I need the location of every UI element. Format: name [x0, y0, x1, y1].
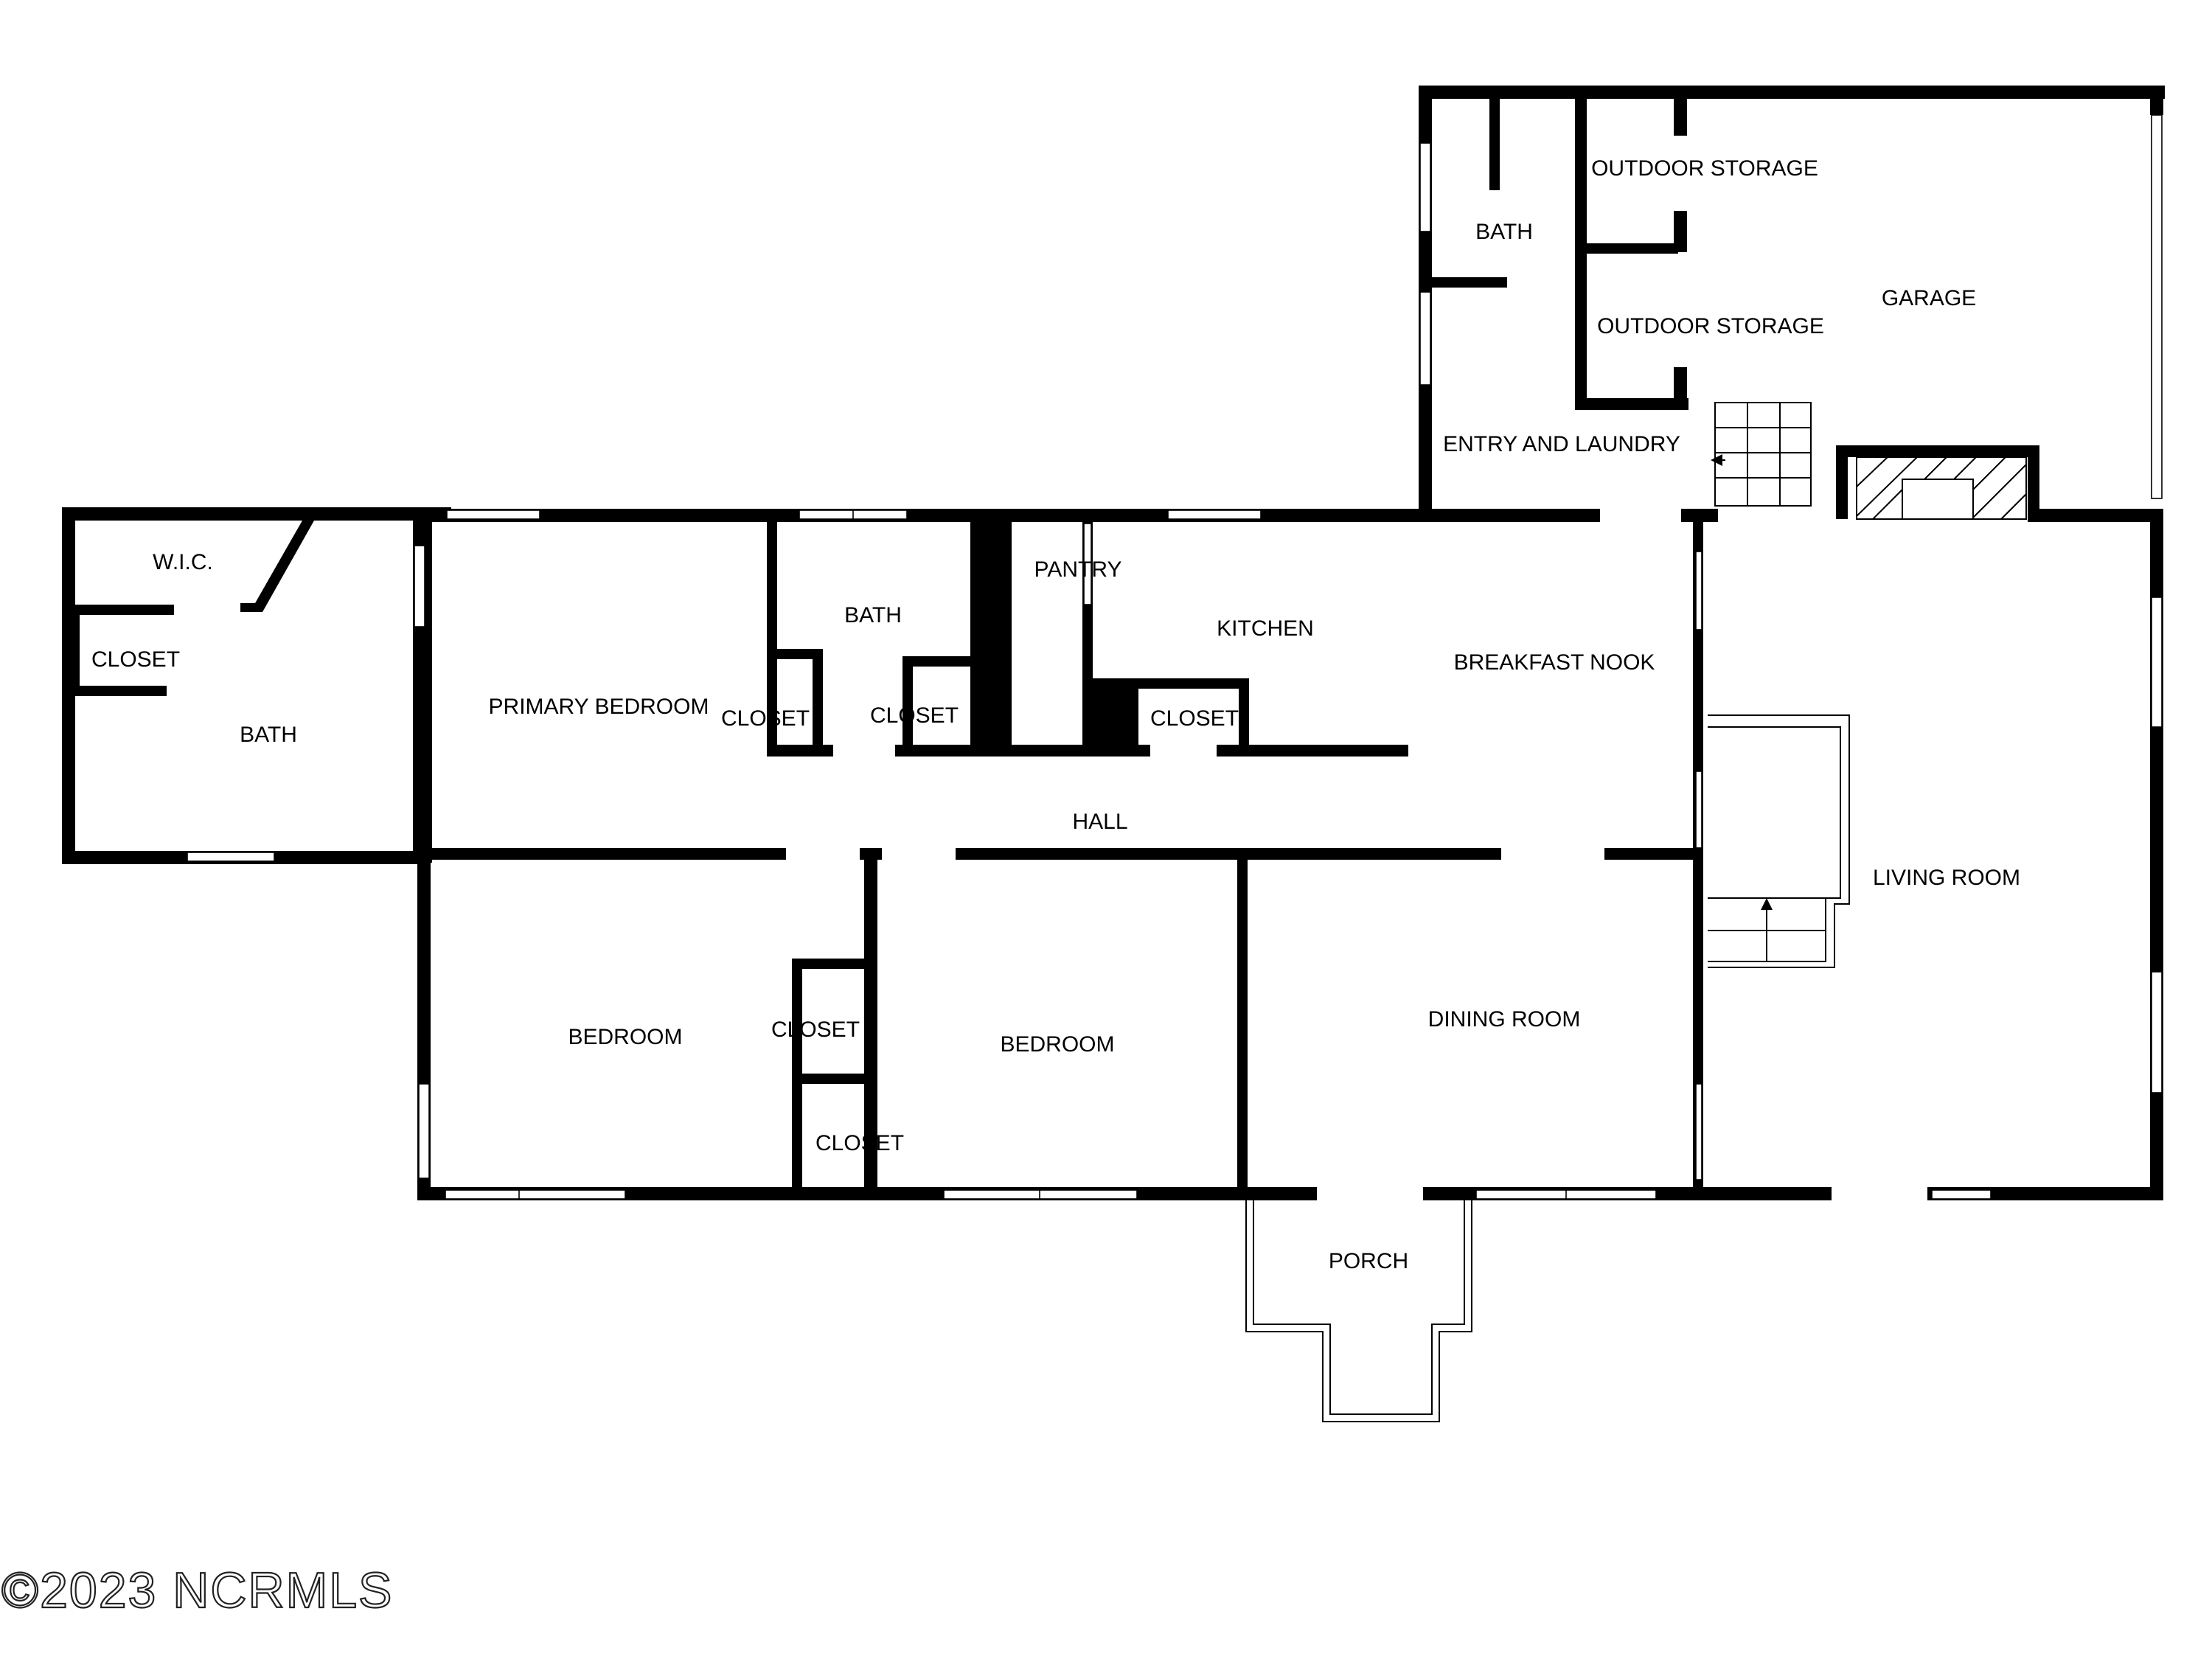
label-garage: GARAGE [1882, 286, 1976, 310]
label-bedroom-2: BEDROOM [1000, 1032, 1114, 1057]
label-closet-bath: CLOSET [870, 703, 959, 728]
room-labels: W.I.C. CLOSET BATH PRIMARY BEDROOM CLOSE… [91, 156, 2020, 1273]
label-living-room: LIVING ROOM [1873, 866, 2020, 890]
label-bath-hall: BATH [844, 603, 902, 627]
label-breakfast-nook: BREAKFAST NOOK [1454, 650, 1655, 675]
label-kitchen: KITCHEN [1217, 616, 1314, 641]
label-closet-kitchen: CLOSET [1150, 706, 1239, 731]
label-outdoor-storage-2: OUTDOOR STORAGE [1597, 314, 1824, 338]
label-wic: W.I.C. [153, 550, 213, 574]
label-bath-master: BATH [240, 723, 297, 747]
label-dining-room: DINING ROOM [1428, 1007, 1581, 1032]
label-pantry: PANTRY [1034, 557, 1122, 582]
label-bath-entry: BATH [1475, 220, 1533, 244]
label-closet-bed-2: CLOSET [815, 1131, 904, 1155]
label-closet-bed-1: CLOSET [771, 1018, 860, 1042]
label-porch: PORCH [1329, 1249, 1408, 1273]
stairs [1708, 402, 1850, 968]
watermark: ©2023 NCRMLS [1, 1562, 393, 1618]
porch-outline [1245, 1200, 1472, 1422]
label-outdoor-storage-1: OUTDOOR STORAGE [1591, 156, 1818, 181]
label-closet-master: CLOSET [91, 647, 180, 672]
openings [786, 509, 1927, 1200]
label-hall: HALL [1072, 810, 1127, 834]
label-entry-laundry: ENTRY AND LAUNDRY [1443, 432, 1680, 456]
windows [187, 114, 2163, 1200]
fireplace [1856, 456, 2027, 520]
label-primary-bedroom: PRIMARY BEDROOM [489, 695, 709, 719]
label-bedroom-1: BEDROOM [568, 1025, 682, 1049]
label-closet-primary: CLOSET [721, 706, 810, 731]
